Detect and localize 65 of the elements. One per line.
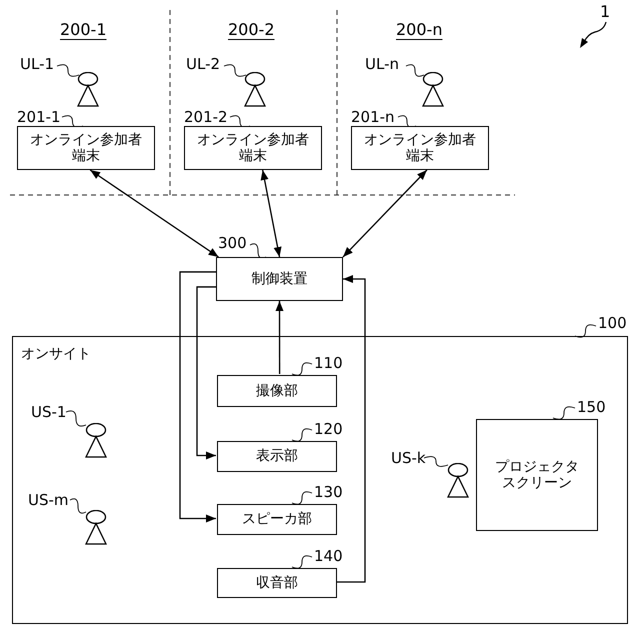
leader-line xyxy=(292,428,312,442)
group-heading: 200-1 xyxy=(60,20,106,40)
reference-label: 130 xyxy=(314,483,343,501)
box-text: 表示部 xyxy=(256,448,298,465)
connector-arrow xyxy=(90,169,219,258)
reference-label: US-m xyxy=(28,491,69,509)
reference-label: 201-2 xyxy=(184,108,228,126)
component-box xyxy=(217,375,337,407)
component-box xyxy=(17,126,155,170)
leader-line xyxy=(66,410,86,427)
reference-label: 1 xyxy=(600,2,610,22)
reference-label: 120 xyxy=(314,420,343,438)
reference-label: UL-2 xyxy=(186,55,220,73)
component-box xyxy=(217,441,337,472)
connector-arrow xyxy=(196,286,216,460)
box-text: プロジェクタスクリーン xyxy=(494,458,580,492)
leader-line xyxy=(574,324,596,338)
component-box xyxy=(184,126,322,170)
person-icon xyxy=(85,423,107,458)
reference-label: 300 xyxy=(218,234,247,252)
reference-label: 201-n xyxy=(351,108,395,126)
component-box xyxy=(351,126,489,170)
component-box xyxy=(216,257,343,301)
leader-line xyxy=(224,64,246,77)
reference-label: 201-1 xyxy=(17,108,61,126)
onsite-area xyxy=(12,336,628,624)
reference-label: 150 xyxy=(577,398,606,416)
box-text: 制御装置 xyxy=(252,270,308,288)
reference-label: 140 xyxy=(314,547,343,565)
component-box xyxy=(476,419,598,531)
box-text: 撮像部 xyxy=(256,382,298,400)
person-icon xyxy=(447,463,469,498)
connector-arrow xyxy=(260,170,282,258)
leader-line xyxy=(292,555,312,569)
box-text: オンライン参加者端末 xyxy=(30,132,142,164)
person-icon xyxy=(85,510,107,545)
connector-arrow xyxy=(276,301,284,374)
leader-line xyxy=(292,362,312,376)
reference-label: US-1 xyxy=(31,403,66,421)
reference-label: UL-n xyxy=(365,55,399,73)
box-text: オンライン参加者端末 xyxy=(364,132,476,164)
box-text: 収音部 xyxy=(256,574,298,592)
group-heading: 200-2 xyxy=(228,20,274,40)
box-text: スピーカ部 xyxy=(242,511,312,528)
reference-label: US-k xyxy=(391,449,426,467)
component-box xyxy=(217,568,337,598)
reference-label: 100 xyxy=(598,314,627,332)
leader-line xyxy=(292,491,312,505)
person-icon xyxy=(244,72,266,107)
reference-label: UL-1 xyxy=(20,55,54,73)
person-icon xyxy=(77,72,99,107)
person-icon xyxy=(422,72,444,107)
leader-line xyxy=(406,64,424,77)
leader-line xyxy=(70,498,86,514)
connector-arrow xyxy=(179,271,216,522)
group-heading: 200-n xyxy=(396,20,442,40)
leader-line xyxy=(56,64,80,77)
reference-label: 110 xyxy=(314,354,343,372)
area-title: オンサイト xyxy=(21,345,91,364)
leader-line xyxy=(424,456,448,467)
leader-line xyxy=(552,406,576,420)
connector-arrow xyxy=(336,275,366,583)
connector-arrow xyxy=(342,170,428,258)
box-text: オンライン参加者端末 xyxy=(197,132,309,164)
component-box xyxy=(217,504,337,535)
